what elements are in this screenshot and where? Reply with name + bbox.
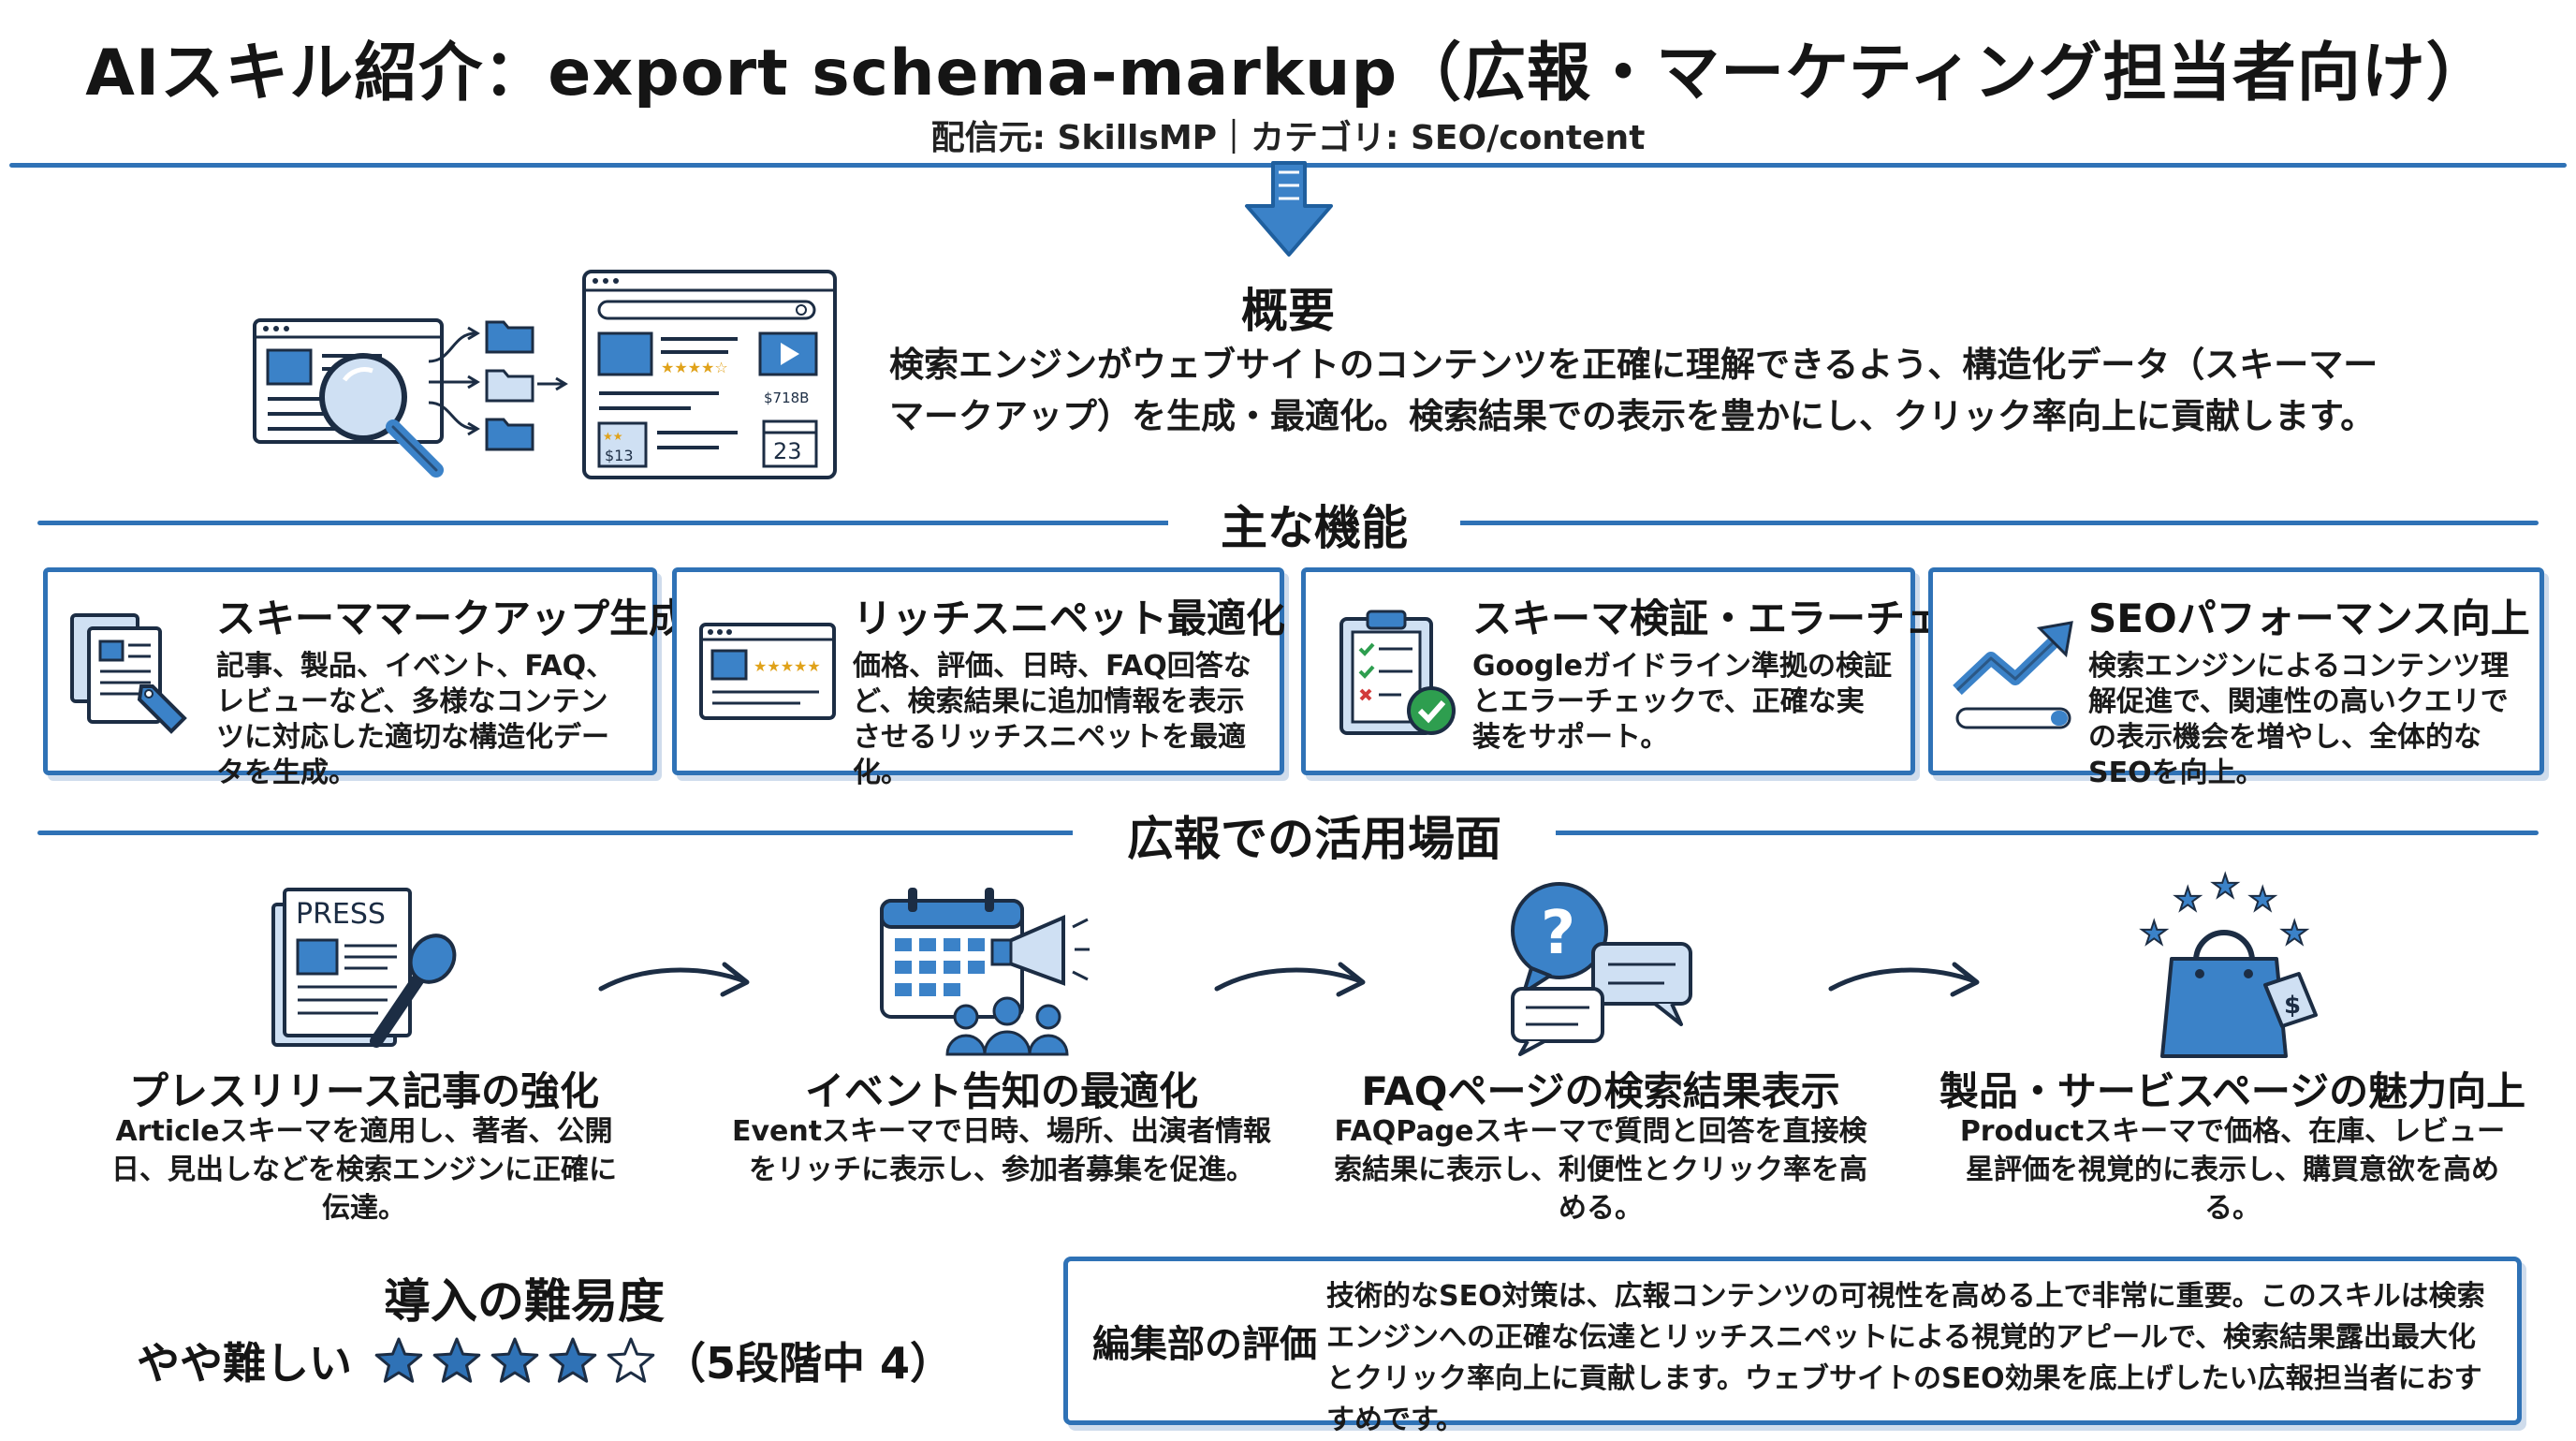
feature-card-schema-validation: スキーマ検証・エラーチェック Googleガイドライン準拠の検証とエラーチェック… xyxy=(1301,567,2023,775)
documents-tag-icon xyxy=(70,613,187,734)
svg-text:$: $ xyxy=(2284,992,2301,1020)
data-flow-arrows xyxy=(428,326,480,436)
difficulty-rating-row: やや難しい （5段階中 4） xyxy=(137,1330,953,1391)
feature-title: スキーママークアップ生成 xyxy=(216,596,689,641)
svg-text:★: ★ xyxy=(2280,915,2308,952)
feature-card-rich-snippet: ★★★★★ リッチスニペット最適化 価格、評価、日時、FAQ回答など、検索結果に… xyxy=(672,567,1286,789)
star-filled-icon xyxy=(490,1337,539,1383)
price-label: $718B xyxy=(764,390,809,406)
usecase-title: プレスリリース記事の強化 xyxy=(129,1068,599,1114)
star-filled-icon xyxy=(374,1337,423,1383)
feature-desc: 検索エンジンによるコンテンツ理解促進で、関連性の高いクエリでの表示機会を増やし、… xyxy=(2088,650,2510,789)
down-arrow-icon xyxy=(1245,161,1333,257)
difficulty-level: やや難しい xyxy=(137,1338,352,1389)
usecase-desc: FAQPageスキーマで質問と回答を直接検索結果に表示し、利便性とクリック率を高… xyxy=(1334,1115,1867,1225)
svg-text:★: ★ xyxy=(2248,881,2276,919)
overview-heading: 概要 xyxy=(1241,284,1335,338)
usecase-title: イベント告知の最適化 xyxy=(804,1068,1198,1114)
page-subtitle: 配信元: SkillsMP｜カテゴリ: SEO/content xyxy=(930,119,1646,157)
svg-text:?: ? xyxy=(1541,899,1575,968)
usecase-desc: Eventスキーマで日時、場所、出演者情報をリッチに表示し、参加者募集を促進。 xyxy=(731,1115,1272,1186)
star-filled-icon xyxy=(432,1337,481,1383)
browser-rating-icon: ★★★★★ xyxy=(699,623,836,720)
shopping-bag-stars-icon: ★ ★ ★ ★ ★ $ xyxy=(2139,867,2318,1058)
overview-illustration: ★★★★☆ $718B ★★ $13 23 xyxy=(253,270,837,479)
trend-up-icon xyxy=(1953,621,2073,729)
feature-card-schema-generation: スキーママークアップ生成 記事、製品、イベント、FAQ、レビューなど、多様なコン… xyxy=(43,567,688,789)
star-empty-icon xyxy=(607,1337,655,1383)
editorial-evaluation-box: 編集部の評価 技術的なSEO対策は、広報コンテンツの可視性を高める上で非常に重要… xyxy=(1063,1257,2522,1436)
press-label: PRESS xyxy=(296,898,386,931)
svg-text:★★★★★: ★★★★★ xyxy=(754,657,821,675)
calendar-day-label: 23 xyxy=(773,438,802,464)
next-arrow-icon xyxy=(1828,962,1980,997)
evaluation-label: 編集部の評価 xyxy=(1092,1323,1317,1366)
svg-text:★★★★☆: ★★★★☆ xyxy=(661,359,728,376)
usecase-desc: Articleスキーマを適用し、著者、公開日、見出しなどを検索エンジンに正確に伝… xyxy=(111,1115,617,1225)
magnifier-icon xyxy=(319,353,444,478)
star-filled-icon xyxy=(549,1337,597,1383)
evaluation-text: 技術的なSEO対策は、広報コンテンツの可視性を高める上で非常に重要。このスキルは… xyxy=(1326,1280,2485,1436)
clipboard-check-icon xyxy=(1339,610,1456,735)
feature-desc: 価格、評価、日時、FAQ回答など、検索結果に追加情報を表示させるリッチスニペット… xyxy=(853,650,1251,789)
calendar-megaphone-icon xyxy=(880,888,1090,1056)
svg-text:★: ★ xyxy=(2211,868,2239,905)
usecase-title: 製品・サービスページの魅力向上 xyxy=(1939,1068,2526,1114)
features-heading: 主な機能 xyxy=(1168,491,1460,558)
usecase-title: FAQページの検索結果表示 xyxy=(1361,1068,1840,1114)
price-tag-label: $13 xyxy=(605,447,634,464)
feature-card-seo-performance: SEOパフォーマンス向上 検索エンジンによるコンテンツ理解促進で、関連性の高いク… xyxy=(1928,567,2544,789)
difficulty-scale: （5段階中 4） xyxy=(663,1338,954,1389)
usecases-heading: 広報での活用場面 xyxy=(1073,801,1556,869)
feature-desc: 記事、製品、イベント、FAQ、レビューなど、多様なコンテンツに対応した適切な構造… xyxy=(216,650,615,789)
next-arrow-icon xyxy=(598,962,750,997)
folder-icons xyxy=(485,320,534,451)
search-result-window-icon: ★★★★☆ $718B ★★ $13 23 xyxy=(582,270,837,479)
page-title: AIスキル紹介：export schema-markup（広報・マーケティング担… xyxy=(85,37,2491,110)
question-chat-icon: ? xyxy=(1511,882,1692,1056)
svg-text:★: ★ xyxy=(2140,915,2168,952)
usecase-desc: Productスキーマで価格、在庫、レビュー星評価を視覚的に表示し、購買意欲を高… xyxy=(1959,1115,2506,1225)
difficulty-stars xyxy=(373,1334,657,1387)
press-microphone-icon: PRESS xyxy=(271,888,457,1048)
overview-text: 検索エンジンがウェブサイトのコンテンツを正確に理解できるよう、構造化データ（スキ… xyxy=(889,345,2378,436)
feature-title: SEOパフォーマンス向上 xyxy=(2088,596,2530,641)
svg-text:★: ★ xyxy=(2174,881,2202,919)
svg-text:★★: ★★ xyxy=(603,430,623,443)
feature-title: リッチスニペット最適化 xyxy=(853,596,1286,641)
next-arrow-icon xyxy=(1214,962,1366,997)
feature-desc: Googleガイドライン準拠の検証とエラーチェックで、正確な実装をサポート。 xyxy=(1472,650,1892,754)
difficulty-heading: 導入の難易度 xyxy=(384,1274,665,1329)
